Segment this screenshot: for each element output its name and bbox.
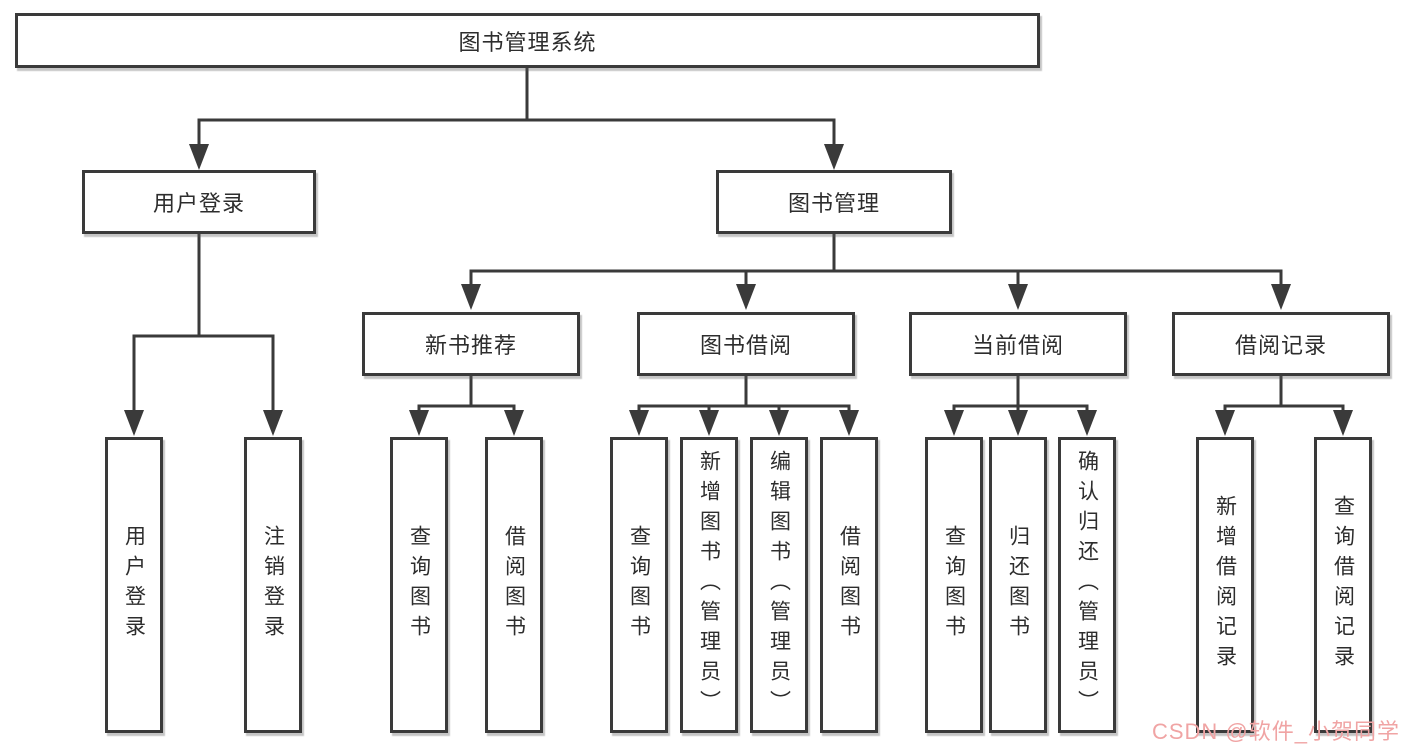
connector-root-to-level2 bbox=[197, 66, 836, 148]
leaf-edit-books-admin: 编辑图书（管理员） bbox=[750, 437, 808, 733]
arrow-down-icon bbox=[769, 410, 789, 436]
arrow-down-icon bbox=[699, 410, 719, 436]
leaf-return-books: 归还图书 bbox=[989, 437, 1047, 733]
arrow-down-icon bbox=[629, 410, 649, 436]
arrow-down-icon bbox=[189, 144, 209, 170]
arrow-down-icon bbox=[409, 410, 429, 436]
leaf-borrow-books: 借阅图书 bbox=[820, 437, 878, 733]
connector-user-login-children bbox=[132, 232, 275, 414]
connector-current-borrow-children bbox=[952, 374, 1089, 414]
leaf-user-login: 用户登录 bbox=[105, 437, 163, 733]
csdn-watermark: CSDN @软件_小贺同学 bbox=[1151, 719, 1400, 744]
arrow-down-icon bbox=[124, 410, 144, 436]
leaf-query-books-borrow: 查询图书 bbox=[610, 437, 668, 733]
arrow-down-icon bbox=[1008, 284, 1028, 310]
leaf-logout: 注销登录 bbox=[244, 437, 302, 733]
arrow-down-icon bbox=[1008, 410, 1028, 436]
node-library-management-system: 图书管理系统 bbox=[15, 13, 1040, 68]
arrow-down-icon bbox=[461, 284, 481, 310]
arrow-down-icon bbox=[1215, 410, 1235, 436]
connector-book-borrow-children bbox=[637, 374, 851, 414]
leaf-query-books-recommend: 查询图书 bbox=[390, 437, 448, 733]
connector-borrow-records-children bbox=[1223, 374, 1345, 414]
arrow-down-icon bbox=[839, 410, 859, 436]
arrow-down-icon bbox=[736, 284, 756, 310]
node-user-login: 用户登录 bbox=[82, 170, 316, 234]
arrowheads bbox=[124, 144, 1353, 436]
arrow-down-icon bbox=[263, 410, 283, 436]
arrow-down-icon bbox=[1333, 410, 1353, 436]
node-borrowing-records: 借阅记录 bbox=[1172, 312, 1390, 376]
arrow-down-icon bbox=[1077, 410, 1097, 436]
leaf-query-borrow-record: 查询借阅记录 bbox=[1314, 437, 1372, 733]
leaf-add-borrow-record: 新增借阅记录 bbox=[1196, 437, 1254, 733]
leaf-query-books-current: 查询图书 bbox=[925, 437, 983, 733]
node-book-management: 图书管理 bbox=[716, 170, 952, 234]
leaf-borrow-books-recommend: 借阅图书 bbox=[485, 437, 543, 733]
node-current-borrowing: 当前借阅 bbox=[909, 312, 1127, 376]
leaf-confirm-return-admin: 确认归还（管理员） bbox=[1058, 437, 1116, 733]
arrow-down-icon bbox=[504, 410, 524, 436]
connector-new-book-children bbox=[417, 374, 516, 414]
leaf-add-books-admin: 新增图书（管理员） bbox=[680, 437, 738, 733]
node-book-borrowing: 图书借阅 bbox=[637, 312, 855, 376]
connector-lines bbox=[132, 66, 1345, 414]
node-new-book-recommendation: 新书推荐 bbox=[362, 312, 580, 376]
arrow-down-icon bbox=[944, 410, 964, 436]
arrow-down-icon bbox=[1271, 284, 1291, 310]
connector-book-mgmt-children bbox=[469, 232, 1283, 288]
arrow-down-icon bbox=[824, 144, 844, 170]
